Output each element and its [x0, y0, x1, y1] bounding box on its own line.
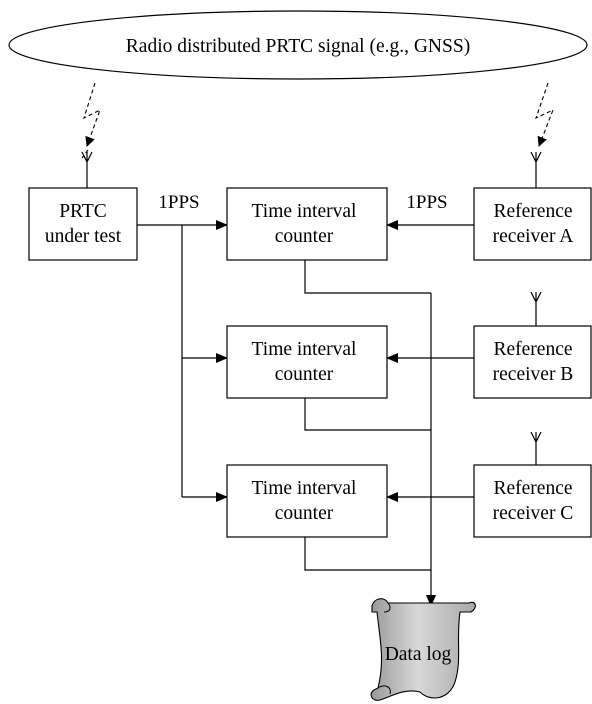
reference-receiver-b: Reference receiver B — [473, 325, 592, 399]
antenna-icon — [530, 431, 542, 468]
data-log-scroll-icon: Data log — [370, 598, 476, 701]
radio-signal: Radio distributed PRTC signal (e.g., GNS… — [8, 10, 588, 80]
counter-label-line2: counter — [275, 503, 334, 524]
antenna-icon — [530, 151, 542, 188]
counter-c-output — [304, 537, 431, 571]
counter-label-line1: Time interval — [252, 339, 357, 360]
receiver-label-line2: receiver C — [493, 503, 574, 524]
counter-b-output — [304, 398, 431, 431]
receiver-label-line1: Reference — [493, 339, 572, 360]
prtc-label-line2: under test — [45, 226, 122, 247]
radio-signal-label: Radio distributed PRTC signal (e.g., GNS… — [126, 36, 470, 57]
antenna-icon — [530, 291, 542, 328]
prtc-label-line1: PRTC — [59, 201, 107, 222]
reference-receiver-c: Reference receiver C — [473, 464, 592, 538]
receiver-label-line2: receiver A — [493, 226, 574, 247]
time-interval-counter: Time interval counter — [226, 464, 388, 538]
pps-label-right: 1PPS — [406, 192, 447, 213]
receiver-label-line1: Reference — [493, 478, 572, 499]
data-log-label: Data log — [385, 644, 452, 665]
counter-a-output — [304, 260, 431, 294]
counter-label-line1: Time interval — [252, 478, 357, 499]
receiver-label-line2: receiver B — [493, 364, 574, 385]
reference-receiver-a: Reference receiver A — [473, 187, 592, 261]
prtc-under-test-box: PRTC under test — [28, 187, 138, 261]
antenna-icon — [81, 151, 93, 188]
pps-label-left: 1PPS — [158, 192, 199, 213]
receiver-label-line1: Reference — [493, 201, 572, 222]
connection-lines — [137, 220, 474, 607]
radio-signal-ellipse — [8, 10, 588, 80]
counter-label-line2: counter — [275, 364, 334, 385]
counter-label-line2: counter — [275, 226, 334, 247]
counter-label-line1: Time interval — [252, 201, 357, 222]
radio-link-left — [81, 82, 101, 159]
time-interval-counter: Time interval counter — [226, 325, 388, 399]
time-interval-counter: Time interval counter — [226, 187, 388, 261]
radio-link-right — [535, 82, 555, 147]
